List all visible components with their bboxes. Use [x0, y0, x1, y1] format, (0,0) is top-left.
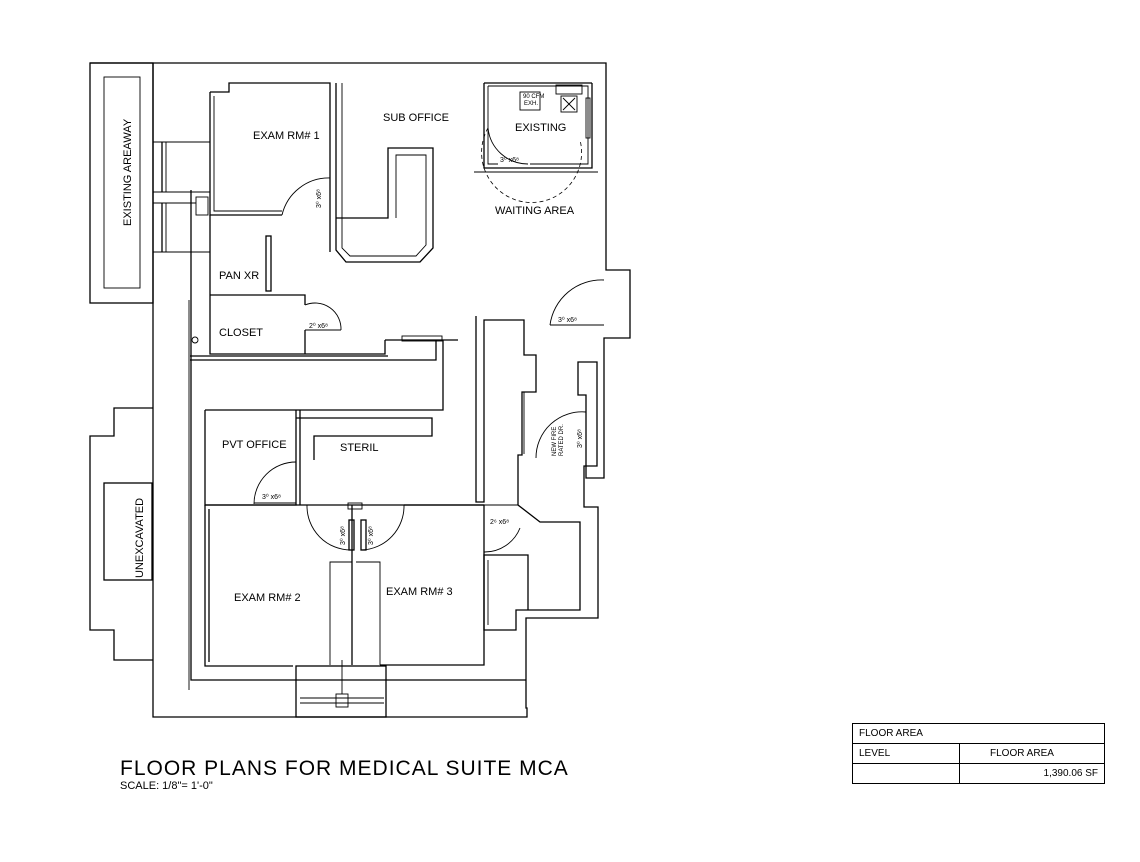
door-label-fire: 3⁰ x6⁸ [576, 429, 584, 448]
unexcavated-boundary [89, 407, 153, 661]
pvt-office-walls [204, 410, 433, 506]
label-waiting-area: WAITING AREA [495, 205, 575, 217]
door-note-fire-1: NEW FIRE [552, 427, 558, 456]
door-swing-exam-1 [281, 177, 331, 216]
inner-wall-west [190, 190, 526, 681]
door-label-toilet: 3⁰ x6⁸ [500, 156, 519, 164]
label-existing: EXISTING [515, 122, 566, 134]
label-exam-rm-2: EXAM RM# 2 [234, 592, 301, 604]
label-sub-office: SUB OFFICE [383, 112, 449, 124]
door-swing-pvt [253, 461, 297, 505]
door-swing-small [483, 527, 521, 553]
existing-areaway-inner [103, 76, 141, 289]
door-swing-toilet [481, 127, 582, 203]
drawing-title: FLOOR PLANS FOR MEDICAL SUITE MCA [120, 757, 569, 780]
toilet-sink-icon [555, 84, 583, 95]
toilet-fixture-icon [560, 95, 578, 113]
unexcavated-box [103, 482, 153, 581]
floor-area-table: FLOOR AREA LEVEL FLOOR AREA 1,390.06 SF [852, 723, 1105, 784]
door-label-exam-1: 3⁰ x6⁸ [315, 189, 323, 208]
floor-area-col-level: LEVEL [852, 743, 960, 764]
reception-counter [335, 83, 434, 263]
label-existing-areaway: EXISTING AREAWAY [122, 118, 134, 226]
exhaust-fan-icon [519, 91, 541, 111]
floor-area-table-header: FLOOR AREA [852, 723, 1105, 744]
outer-boundary-wall [90, 62, 631, 718]
existing-toilet-walls [483, 82, 593, 169]
window-south [295, 665, 387, 718]
floor-area-value: 1,390.06 SF [959, 763, 1105, 784]
label-steril: STERIL [340, 442, 379, 454]
label-exam-rm-3: EXAM RM# 3 [386, 586, 453, 598]
exhaust-label: EXH. [524, 101, 538, 107]
door-leaf-exam-3 [360, 519, 367, 551]
label-pvt-office: PVT OFFICE [222, 439, 287, 451]
label-closet: CLOSET [219, 327, 263, 339]
corridor-wall [190, 339, 458, 411]
existing-areaway [89, 62, 154, 304]
door-note-fire-2: RATED DR. [559, 424, 565, 456]
door-swing-waiting [549, 279, 605, 326]
east-corridor-walls [475, 316, 581, 631]
door-swing-fire [535, 411, 587, 459]
exam-rm-1-walls [209, 82, 331, 252]
fan-label: 90 CFM [523, 94, 544, 100]
door-swing-closet [304, 302, 342, 331]
door-leaf-exam-2 [348, 519, 355, 551]
door-swing-exam-3 [361, 504, 405, 551]
door-label-waiting: 3⁰ x6⁸ [558, 316, 577, 324]
door-label-exam-3: 3⁰ x6⁸ [367, 526, 375, 545]
drawing-scale: SCALE: 1/8"= 1'-0" [120, 780, 213, 792]
door-label-closet: 2⁰ x6⁸ [309, 322, 328, 330]
floor-area-level-value [852, 763, 960, 784]
door-label-small: 2⁶ x6⁸ [490, 519, 509, 526]
label-exam-rm-1: EXAM RM# 1 [253, 130, 320, 142]
pan-xr-partition [265, 235, 272, 292]
door-label-exam-2: 3⁰ x6⁸ [339, 526, 347, 545]
door-label-pvt: 3⁰ x6⁸ [262, 493, 281, 501]
label-pan-xr: PAN XR [219, 270, 259, 282]
label-unexcavated: UNEXCAVATED [134, 498, 146, 578]
pan-xr-closet-walls [209, 215, 386, 355]
door-swing-exam-2 [306, 504, 352, 551]
floor-area-col-area: FLOOR AREA [959, 743, 1105, 764]
